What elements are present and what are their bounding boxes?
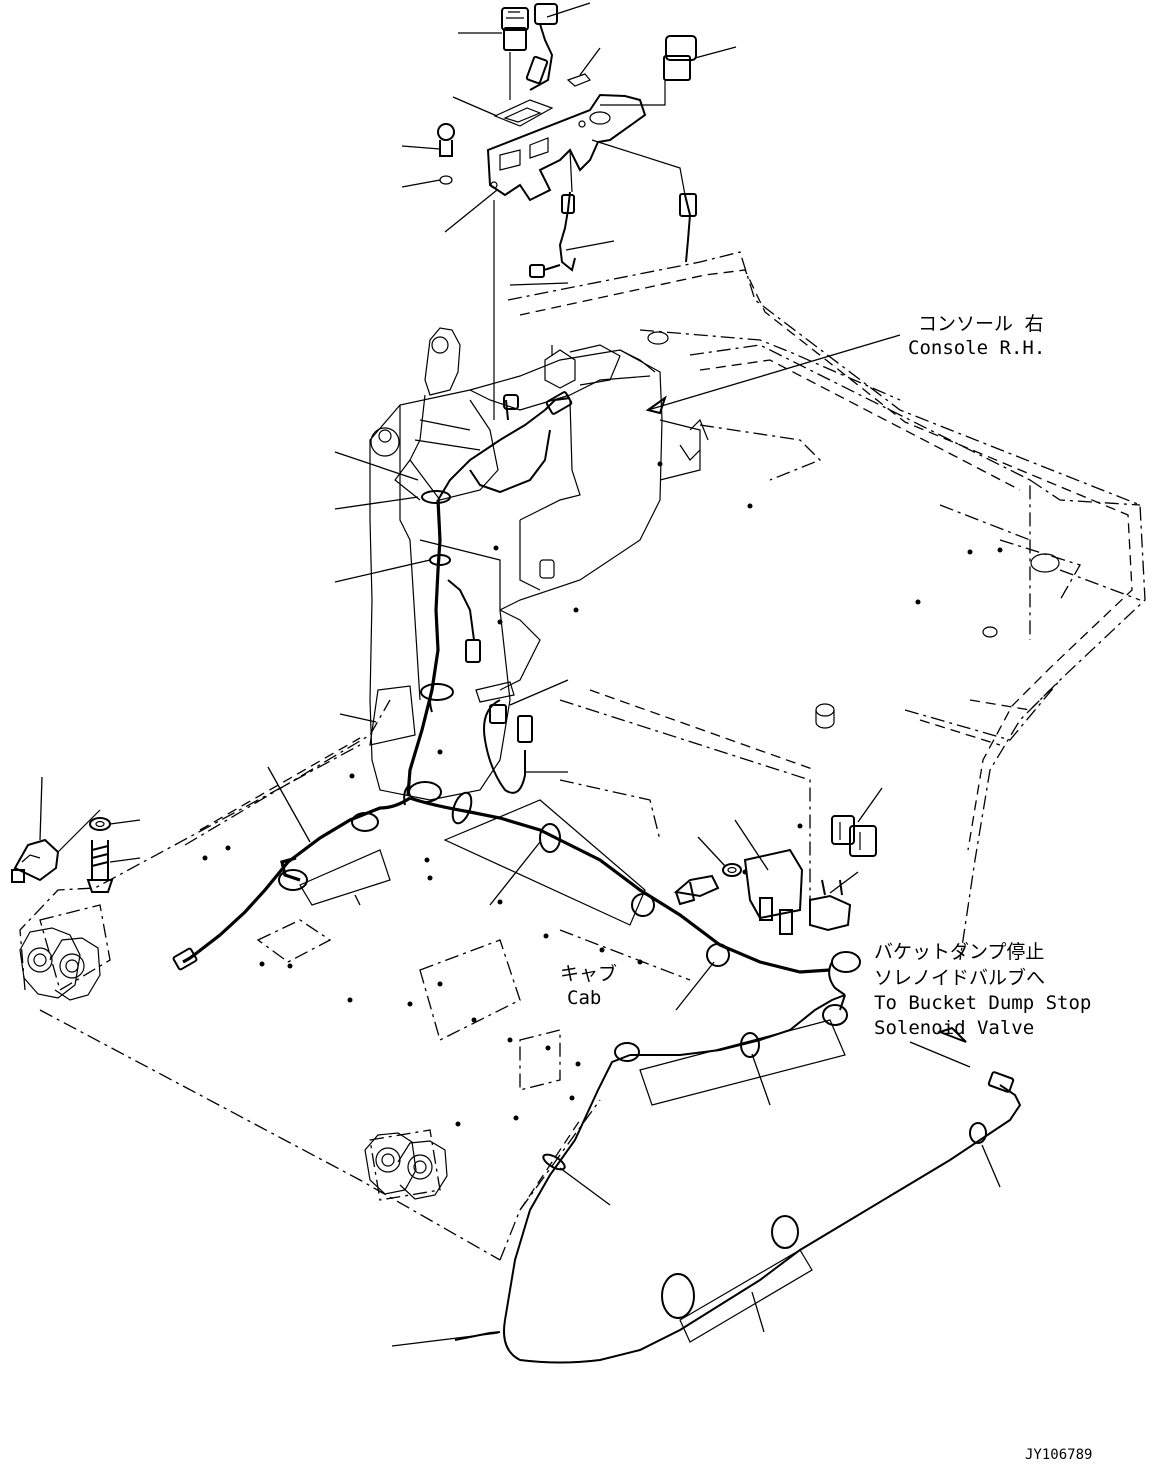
console-label-en: Console R.H. [908, 337, 1045, 359]
console-label-jp: コンソール 右 [918, 313, 1043, 335]
switch-assembly [437, 3, 697, 420]
bucket-dump-label: バケットダンプ停止 ソレノイドバルブへ To Bucket Dump Stop … [874, 941, 1091, 1039]
frame-openings [647, 331, 1060, 729]
drawing-number: JY106789 [1025, 1447, 1092, 1463]
relay-parts [673, 815, 877, 935]
left-bracket-parts [11, 809, 114, 893]
cab-label-en: Cab [567, 987, 601, 1009]
bucket-label-en-2: Solenoid Valve [874, 1017, 1034, 1039]
leader-lines [39, 2, 1001, 1347]
main-harness [172, 791, 861, 996]
console-label: コンソール 右 Console R.H. [908, 313, 1045, 359]
bucket-label-en-1: To Bucket Dump Stop [874, 992, 1091, 1014]
cab-frame-outline [19, 251, 1146, 1261]
tag-boxes [299, 681, 846, 1343]
bucket-label-jp-2: ソレノイドバルブへ [874, 966, 1045, 989]
cab-label: キャブ Cab [560, 962, 617, 1009]
front-mount-brackets [19, 927, 448, 1200]
cab-label-jp: キャブ [560, 962, 617, 985]
console-harness [403, 391, 573, 806]
floor-holes [202, 461, 1003, 1127]
bucket-label-jp-1: バケットダンプ停止 [874, 941, 1044, 963]
rear-harness [454, 994, 1022, 1364]
